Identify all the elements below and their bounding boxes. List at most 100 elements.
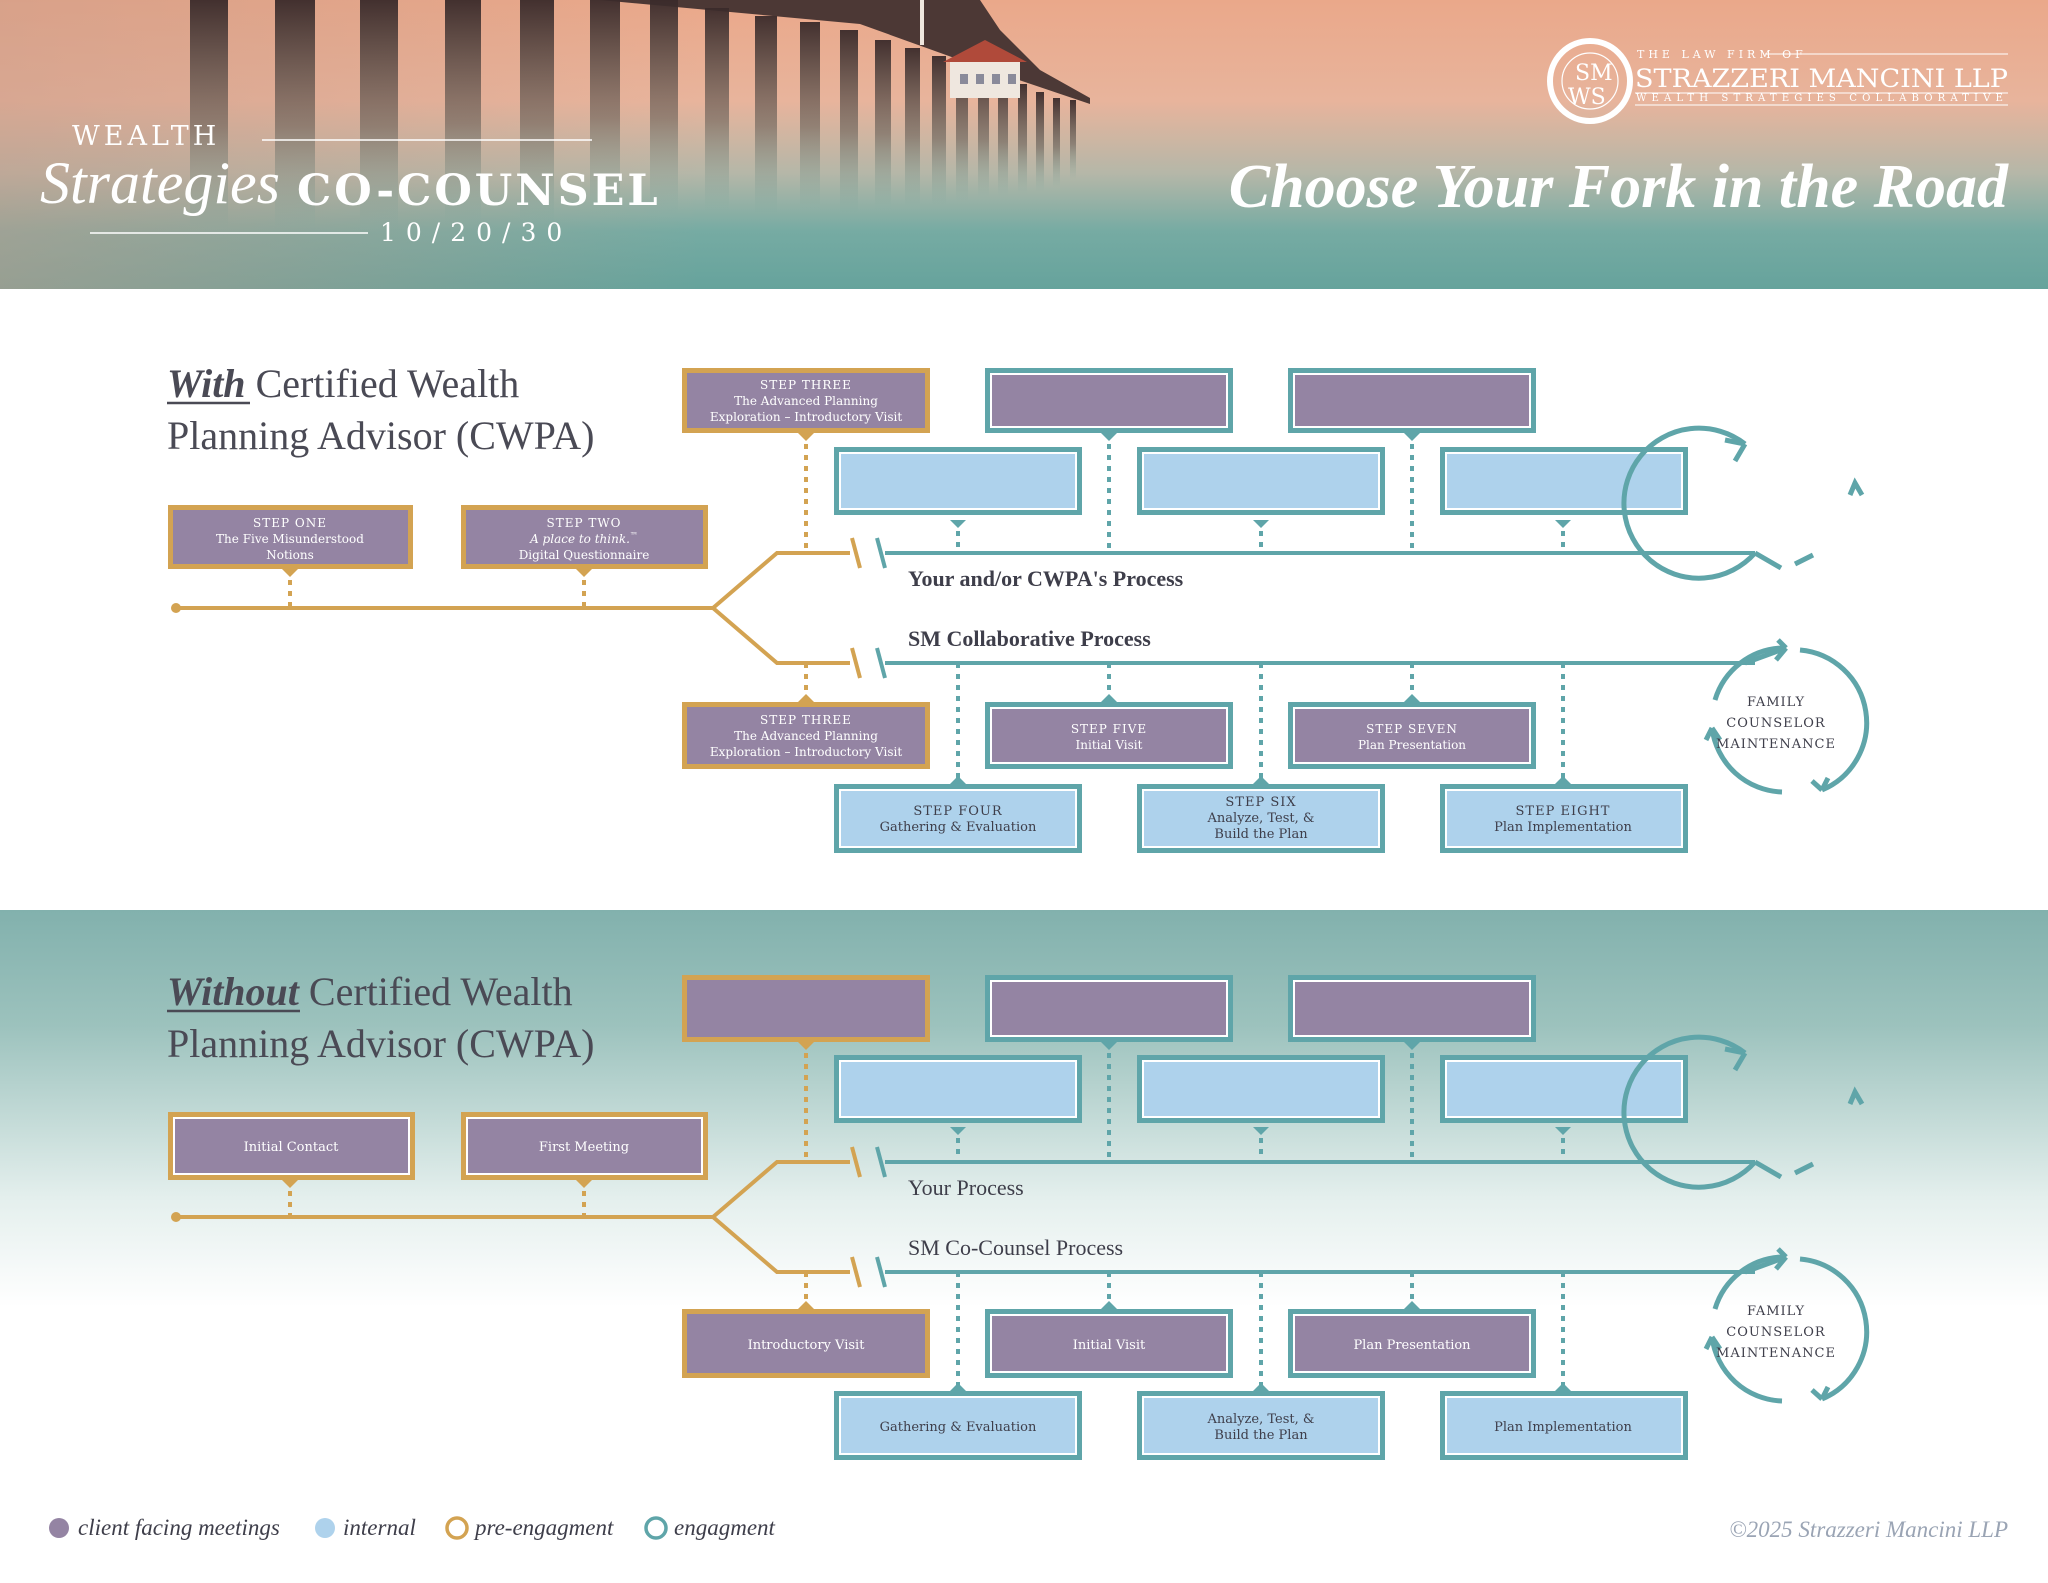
- plan-presentation-box: Plan Presentation: [1288, 1309, 1536, 1378]
- with-upper-internal-box-3: [1440, 447, 1688, 515]
- step-seven-l1: STEP SEVEN: [1366, 722, 1458, 736]
- analyze-test-l2: Build the Plan: [1214, 1428, 1308, 1443]
- legend: client facing meetings internal pre-enga…: [49, 1515, 776, 1540]
- with-upper-internal-box-1: [834, 447, 1082, 515]
- without-title-em: Without: [167, 969, 301, 1014]
- initial-contact-box: Initial Contact: [168, 1112, 415, 1180]
- legend-item-internal: internal: [315, 1515, 416, 1540]
- legend-label-pre: pre-engagment: [473, 1515, 614, 1540]
- gathering-evaluation-box: Gathering & Evaluation: [834, 1391, 1082, 1460]
- with-family-l3: MAINTENANCE: [1716, 737, 1836, 752]
- step-six-l1: STEP SIX: [1225, 795, 1296, 810]
- step-eight-l2: Plan Implementation: [1494, 820, 1632, 835]
- with-family-l1: FAMILY: [1747, 695, 1805, 710]
- with-title-rest: Certified Wealth: [256, 361, 520, 406]
- legend-item-client: client facing meetings: [49, 1515, 280, 1540]
- brand-strategies: Strategies: [40, 150, 280, 216]
- headline: Choose Your Fork in the Road: [1229, 153, 2009, 221]
- step-two-tagline: A place to think.: [529, 532, 630, 546]
- without-upper-client-box-1: [985, 975, 1233, 1042]
- with-upper-client-box-1: [985, 368, 1233, 433]
- initial-contact-label: Initial Contact: [244, 1140, 339, 1155]
- legend-item-engage: engagment: [644, 1515, 776, 1540]
- with-lower-track-label: SM Collaborative Process: [908, 626, 1151, 651]
- step-three-upper-l2: The Advanced Planning: [734, 394, 878, 408]
- legend-label-client: client facing meetings: [78, 1515, 280, 1540]
- step-eight-l1: STEP EIGHT: [1516, 804, 1611, 819]
- step-three-upper-box: STEP THREE The Advanced Planning Explora…: [682, 368, 930, 433]
- copyright: ©2025 Strazzeri Mancini LLP: [1729, 1517, 2008, 1542]
- with-pre-engagement-track: [171, 433, 862, 700]
- pier-illustration: [150, 0, 1090, 230]
- without-upper-internal-box-2: [1137, 1055, 1385, 1123]
- step-seven-l2: Plan Presentation: [1358, 738, 1466, 752]
- step-eight-box: STEP EIGHT Plan Implementation: [1440, 784, 1688, 853]
- step-six-l2: Analyze, Test, &: [1207, 811, 1315, 826]
- internal-swatch-icon: [315, 1518, 335, 1538]
- without-upper-client-box-2: [1288, 975, 1536, 1042]
- step-six-box: STEP SIX Analyze, Test, & Build the Plan: [1137, 784, 1385, 853]
- without-family-l3: MAINTENANCE: [1716, 1346, 1836, 1361]
- step-three-upper-l3: Exploration – Introductory Visit: [710, 410, 902, 424]
- legend-label-engage: engagment: [674, 1515, 776, 1540]
- step-three-upper-l1: STEP THREE: [760, 378, 852, 392]
- firm-prefix: THE LAW FIRM OF: [1637, 48, 1807, 61]
- without-upper-track-label: Your Process: [908, 1175, 1024, 1200]
- step-one-l2: The Five Misunderstood: [216, 532, 364, 546]
- firm-name: STRAZZERI MANCINI LLP: [1635, 64, 2008, 93]
- with-upper-cycle-icon: [1621, 425, 1865, 581]
- with-title-em: With: [167, 361, 246, 406]
- step-one-l3: Notions: [266, 548, 314, 562]
- step-four-l2: Gathering & Evaluation: [880, 820, 1037, 835]
- without-upper-internal-box-3: [1440, 1055, 1688, 1123]
- engagement-swatch-icon: [644, 1516, 668, 1540]
- initial-visit-label: Initial Visit: [1073, 1338, 1146, 1353]
- client-swatch-icon: [49, 1518, 69, 1538]
- step-seven-box: STEP SEVEN Plan Presentation: [1288, 702, 1536, 769]
- plan-presentation-label: Plan Presentation: [1353, 1338, 1471, 1353]
- without-title-line1: Without Certified Wealth: [167, 969, 573, 1014]
- step-two-l2: A place to think.™: [529, 531, 638, 546]
- without-pre-engagement-track: [171, 1042, 862, 1307]
- step-six-l3: Build the Plan: [1214, 827, 1308, 842]
- without-upper-internal-box-1: [834, 1055, 1082, 1123]
- legend-label-internal: internal: [343, 1515, 416, 1540]
- with-engagement-track: [875, 433, 1755, 780]
- step-three-lower-box: STEP THREE The Advanced Planning Explora…: [682, 702, 930, 769]
- without-title-line2: Planning Advisor (CWPA): [167, 1021, 594, 1066]
- without-family-counselor-cycle: FAMILY COUNSELOR MAINTENANCE: [1703, 1247, 1870, 1404]
- firm-tagline: WEALTH STRATEGIES COLLABORATIVE: [1636, 93, 2008, 104]
- first-meeting-box: First Meeting: [461, 1112, 708, 1180]
- initial-visit-box: Initial Visit: [985, 1309, 1233, 1378]
- step-three-lower-l2: The Advanced Planning: [734, 729, 878, 743]
- brand-cocounsel: CO-COUNSEL: [297, 166, 661, 216]
- step-five-box: STEP FIVE Initial Visit: [985, 702, 1233, 769]
- firm-logo: SM WS THE LAW FIRM OF STRAZZERI MANCINI …: [1547, 38, 2008, 124]
- gathering-evaluation-label: Gathering & Evaluation: [880, 1420, 1037, 1435]
- legend-item-pre: pre-engagment: [445, 1515, 614, 1540]
- without-upper-pre-box: [682, 975, 930, 1042]
- first-meeting-label: First Meeting: [539, 1140, 629, 1155]
- plan-implementation-box: Plan Implementation: [1440, 1391, 1688, 1460]
- brand-wealth: WEALTH: [72, 121, 220, 152]
- step-three-lower-l3: Exploration – Introductory Visit: [710, 745, 902, 759]
- without-lower-track-label: SM Co-Counsel Process: [908, 1235, 1123, 1260]
- with-family-counselor-cycle: FAMILY COUNSELOR MAINTENANCE: [1703, 638, 1870, 795]
- analyze-test-box: Analyze, Test, & Build the Plan: [1137, 1391, 1385, 1460]
- step-two-l3: Digital Questionnaire: [519, 548, 650, 562]
- header-banner: WEALTH Strategies CO-COUNSEL 10/20/30 SM…: [0, 0, 2048, 289]
- with-upper-client-box-2: [1288, 368, 1536, 433]
- without-upper-cycle-icon: [1621, 1034, 1865, 1190]
- with-upper-internal-box-2: [1137, 447, 1385, 515]
- step-two-box: STEP TWO A place to think.™ Digital Ques…: [461, 505, 708, 569]
- without-engagement-track: [875, 1042, 1755, 1387]
- with-title-line2: Planning Advisor (CWPA): [167, 413, 594, 458]
- firm-monogram-top: SM: [1575, 61, 1613, 86]
- step-one-box: STEP ONE The Five Misunderstood Notions: [168, 505, 413, 569]
- step-five-l2: Initial Visit: [1076, 738, 1143, 752]
- step-four-box: STEP FOUR Gathering & Evaluation: [834, 784, 1082, 853]
- plan-implementation-label: Plan Implementation: [1494, 1420, 1632, 1435]
- introductory-visit-label: Introductory Visit: [748, 1338, 866, 1353]
- with-section: With Certified Wealth Planning Advisor (…: [167, 361, 1870, 853]
